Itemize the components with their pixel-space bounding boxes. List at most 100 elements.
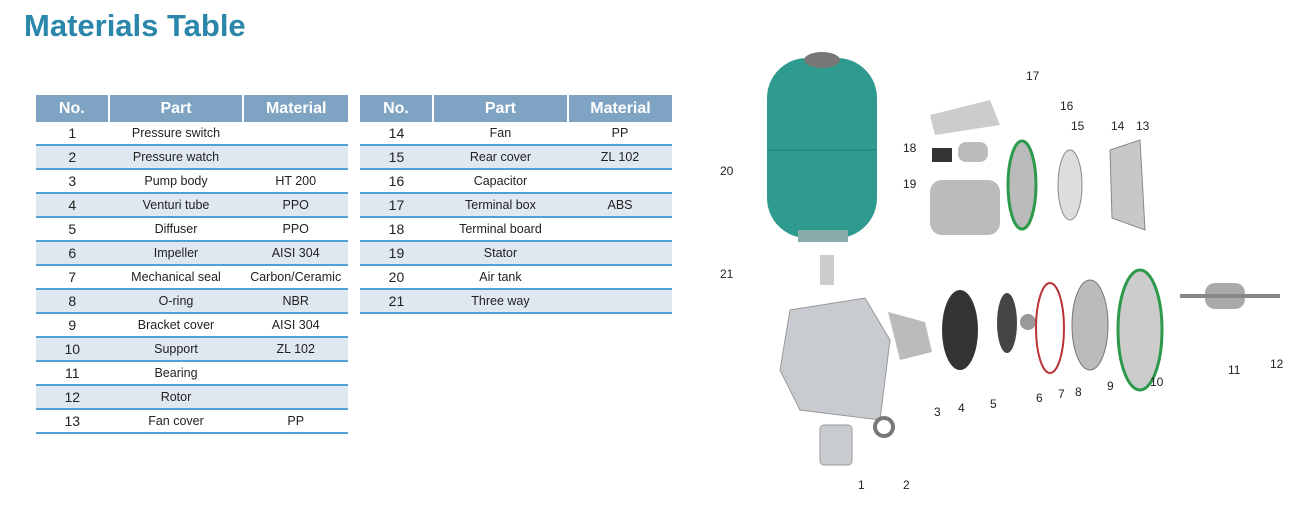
- part-number: 9: [36, 313, 109, 338]
- callout-label: 16: [1060, 99, 1074, 113]
- part-material: [567, 289, 672, 314]
- part-number: 7: [36, 265, 109, 290]
- callout-label: 15: [1071, 119, 1085, 133]
- part-material: Carbon/Ceramic: [243, 265, 348, 290]
- part-material: [567, 217, 672, 242]
- callout-label: 18: [903, 141, 917, 155]
- pressure-watch: [873, 416, 895, 438]
- air-tank: [767, 52, 877, 242]
- part-material: PPO: [243, 193, 348, 218]
- callout-label: 14: [1111, 119, 1125, 133]
- part-name: Rotor: [108, 385, 244, 410]
- part-material: HT 200: [243, 169, 348, 194]
- part-name: Mechanical seal: [108, 265, 244, 290]
- callout-label: 13: [1136, 119, 1150, 133]
- part-number: 4: [36, 193, 109, 218]
- callout-label: 8: [1075, 385, 1082, 399]
- part-material: [243, 145, 348, 170]
- part-name: Bearing: [108, 361, 244, 386]
- part-name: Support: [108, 337, 244, 362]
- terminal-board: [932, 148, 952, 162]
- diffuser: [942, 290, 978, 370]
- stator: [930, 180, 1000, 235]
- callout-label: 6: [1036, 391, 1043, 405]
- page-title: Materials Table: [24, 8, 246, 43]
- o-ring: [1035, 282, 1065, 374]
- part-name: Venturi tube: [108, 193, 244, 218]
- terminal-box: [930, 100, 1000, 135]
- part-material: ZL 102: [567, 145, 672, 170]
- part-name: Capacitor: [432, 169, 568, 194]
- part-name: Pressure switch: [108, 122, 244, 146]
- callout-label: 20: [720, 164, 734, 178]
- mechanical-seal: [1020, 314, 1036, 330]
- callout-label: 7: [1058, 387, 1065, 401]
- callout-label: 1: [858, 478, 865, 492]
- part-name: Three way: [432, 289, 568, 314]
- part-number: 20: [360, 265, 433, 290]
- part-material: [243, 122, 348, 146]
- part-number: 3: [36, 169, 109, 194]
- part-material: PP: [243, 409, 348, 434]
- callout-label: 4: [958, 401, 965, 415]
- part-material: AISI 304: [243, 241, 348, 266]
- fan: [1057, 149, 1083, 221]
- part-name: Rear cover: [432, 145, 568, 170]
- impeller: [997, 293, 1017, 353]
- header-no: No.: [360, 95, 434, 122]
- callout-label: 11: [1228, 363, 1241, 377]
- part-number: 8: [36, 289, 109, 314]
- part-name: Pump body: [108, 169, 244, 194]
- part-name: Diffuser: [108, 217, 244, 242]
- part-number: 11: [36, 361, 109, 386]
- callout-label: 19: [903, 177, 917, 191]
- part-name: Impeller: [108, 241, 244, 266]
- callout-label: 12: [1270, 357, 1284, 371]
- header-material: Material: [243, 95, 348, 122]
- callout-label: 10: [1150, 375, 1164, 389]
- part-number: 10: [36, 337, 109, 362]
- part-material: ABS: [567, 193, 672, 218]
- part-number: 12: [36, 385, 109, 410]
- capacitor: [958, 142, 988, 162]
- part-material: AISI 304: [243, 313, 348, 338]
- part-number: 2: [36, 145, 109, 170]
- header-part: Part: [432, 95, 569, 122]
- pump-body: [779, 297, 891, 421]
- part-number: 17: [360, 193, 433, 218]
- part-name: Fan: [432, 122, 568, 146]
- part-number: 5: [36, 217, 109, 242]
- callout-label: 21: [720, 267, 734, 281]
- part-name: Stator: [432, 241, 568, 266]
- part-number: 13: [36, 409, 109, 434]
- part-number: 15: [360, 145, 433, 170]
- part-number: 16: [360, 169, 433, 194]
- callout-label: 5: [990, 397, 997, 411]
- callout-label: 3: [934, 405, 941, 419]
- part-number: 14: [360, 122, 433, 146]
- header-material: Material: [567, 95, 672, 122]
- callout-label: 9: [1107, 379, 1114, 393]
